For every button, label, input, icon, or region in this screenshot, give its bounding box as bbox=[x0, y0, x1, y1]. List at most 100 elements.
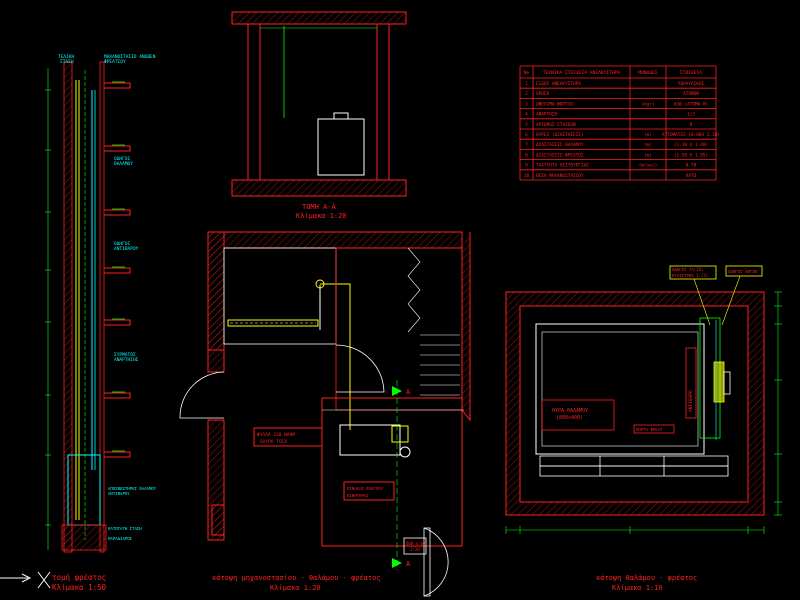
table-cell-2-0: 3 bbox=[525, 101, 528, 107]
plan-mid-title: κάτοψη μηχανοστασίου - θαλάμου - φρέατος bbox=[212, 574, 381, 582]
floor-slabs bbox=[104, 82, 131, 458]
table-cell-3-3: 1/2 bbox=[687, 112, 695, 118]
plan-stair-steps bbox=[420, 334, 460, 396]
shaft-mid-label-2: ΘΑΛΑΜΟΥ bbox=[114, 161, 133, 167]
plan-lower-room bbox=[321, 397, 463, 547]
plan-label-box bbox=[253, 427, 323, 447]
table-cell-5-3: ΑΥΤΟΜΑΤΕΣ (0.80X 2.10) bbox=[662, 132, 720, 138]
plan-valve-icon bbox=[399, 446, 411, 458]
leader-line-1 bbox=[693, 278, 711, 326]
plan-small-text-2: 1:20 bbox=[410, 547, 420, 552]
shaft-left-wall bbox=[63, 61, 73, 553]
shaft-section: ΤΕΛΙΚΗ ΣΤΑΣΗ ΜΗΧΑΝΟΣΤΑΣΙΟ ΑΝΩΘΕΝ ΦΡΕΑΤΙΟ… bbox=[0, 54, 157, 592]
plan-top-wall bbox=[207, 231, 463, 351]
guide-shoe bbox=[723, 371, 731, 395]
table-cell-6-2: (m) bbox=[644, 142, 652, 148]
car-plan-label-2: (800x400) bbox=[556, 415, 583, 421]
table-cell-5-0: 6 bbox=[525, 132, 528, 138]
car-plan-inner bbox=[541, 331, 699, 447]
shaft-bottom-note-4: ΠΑΡΑΔΙΑΡΟΣ bbox=[108, 536, 133, 541]
table-cell-6-3: (1.10 X 1.40) bbox=[674, 142, 708, 148]
table-header-1: ΤΕΧΝΙΚΑ ΣΤΟΙΧΕΙΑ ΑΝΕΛΚΥΣΤΗΡΑ bbox=[543, 70, 621, 76]
plan-pump-motor bbox=[391, 425, 409, 443]
table-cell-0-3: ΥΔΡΑΥΛΙΚΟΣ bbox=[678, 81, 705, 87]
plan-box-text-1: ΦΥΛΛΑ 220 ΒΑΘΜ bbox=[257, 432, 295, 438]
table-header-0: Νο bbox=[524, 70, 530, 76]
plan-control-panel bbox=[343, 481, 395, 501]
table-cell-1-0: 2 bbox=[525, 91, 528, 97]
section-marker-top: A bbox=[406, 388, 411, 396]
car-shaft-plan: ΘΥΡΑ ΘΑΛΑΜΟΥ (800x400) ΑΝΤΙΒΑΡΟ ΠΟΡΤΑ ΦΡ… bbox=[505, 265, 782, 592]
machine-room-plan: ΦΥΛΛΑ 220 ΒΑΘΜ ΟΧΥΡΟ ΤΟΙΧ ΠΙΝΑΚΑΣ ΕΛΕΓΧΟ… bbox=[179, 231, 471, 597]
shaft-scale: Κλίμακα 1:50 bbox=[52, 583, 107, 592]
shaft-top-label-2: ΣΤΑΣΗ bbox=[60, 59, 74, 65]
table-cell-9-3: ΚΑΤΩ bbox=[686, 173, 697, 179]
plan-right-title: κάτοψη θαλάμου - φρέατος bbox=[596, 574, 697, 582]
table-header-3: ΣΤΟΙΧΕΙΑ bbox=[680, 70, 702, 76]
counterweight-box bbox=[685, 347, 697, 419]
north-arrow-icon bbox=[0, 573, 32, 583]
plan-shaft-outline bbox=[335, 247, 463, 411]
section-marker-bottom: A bbox=[406, 560, 411, 568]
section-aa: ΤΟΜΗ Α-Α Κλίμακα 1:20 bbox=[231, 11, 407, 220]
section-title: ΤΟΜΗ Α-Α bbox=[302, 203, 337, 211]
shaft-top-note-2: ΦΡΕΑΤΙΟΥ bbox=[104, 59, 126, 65]
table-cell-3-1: ΑΝΑΡΤΗΣΗ bbox=[536, 112, 558, 118]
shaft-low-label-2: ΑΝΑΡΤΗΣΗΣ bbox=[114, 357, 139, 363]
table-cell-2-3: 630 (ΑΤΟΜΑ 8) bbox=[674, 101, 708, 107]
plan-door-swing-mid bbox=[335, 344, 385, 393]
plan-machine-room bbox=[223, 247, 337, 345]
shaft-bottom-note-3: ΚΑΤΩΤΑΤΗ ΣΤΑΣΗ bbox=[108, 526, 142, 531]
plan-small-text-1: 600 x 60 bbox=[406, 541, 426, 546]
plan-left-wall-upper bbox=[207, 231, 225, 373]
level-markers bbox=[112, 81, 125, 452]
table-cell-5-2: (m) bbox=[644, 132, 652, 138]
counterweight-label: ΑΝΤΙΒΑΡΟ bbox=[688, 390, 694, 412]
plan-door-sill bbox=[227, 319, 319, 327]
table-cell-5-1: ΘΥΡΕΣ (ΔΙΑΣΤΑΣΕΙΣ) bbox=[536, 132, 584, 138]
dim-ticks-left bbox=[45, 89, 51, 526]
table-cell-8-0: 9 bbox=[525, 163, 528, 169]
leader-line-2 bbox=[721, 275, 741, 326]
table-cell-9-1: ΘΕΣΗ ΜΗΧΑΝΟΣΤΑΣΙΟΥ bbox=[536, 173, 584, 179]
shaft-bottom-note-2: ΑΝΤΙΒΑΡΟΥ bbox=[108, 491, 130, 496]
shaft-mid-label-3: ΟΔΗΓΟΙ bbox=[114, 241, 131, 247]
section-machine-box bbox=[317, 118, 365, 176]
plan-right-wall bbox=[461, 232, 471, 422]
table-cell-1-1: ΧΡΗΣΗ bbox=[536, 91, 550, 97]
table-cell-4-0: 5 bbox=[525, 122, 528, 128]
car-plan-label-1: ΘΥΡΑ ΘΑΛΑΜΟΥ bbox=[552, 408, 588, 414]
table-cell-4-3: 8 bbox=[690, 122, 693, 128]
table-cell-6-0: 7 bbox=[525, 142, 528, 148]
shaft-top-note-1: ΜΗΧΑΝΟΣΤΑΣΙΟ ΑΝΩΘΕΝ bbox=[104, 54, 156, 60]
plan-door-swing-bottom bbox=[423, 527, 449, 597]
plan-small-box bbox=[403, 537, 427, 555]
section-floor-slab bbox=[231, 179, 407, 197]
yellow-label-box-2 bbox=[725, 265, 763, 277]
shaft-plan-walls bbox=[505, 291, 765, 516]
plan-mid-scale: Κλίμακα 1:20 bbox=[270, 584, 321, 592]
plan-red-text-1: ΠΙΝΑΚΑΣ ΕΛΕΓΧΟΥ bbox=[347, 486, 384, 491]
table-cell-7-0: 8 bbox=[525, 152, 528, 158]
section-left-column bbox=[247, 23, 261, 181]
shaft-title: τομή φρέατος bbox=[52, 573, 106, 582]
table-cell-2-1: ΩΦΕΛΙΜΟ ΦΟΡΤΙΟ bbox=[536, 101, 573, 107]
shaft-top-label-1: ΤΕΛΙΚΗ bbox=[58, 54, 75, 60]
shaft-mid-label-4: ΑΝΤΙΒΑΡΟΥ bbox=[114, 246, 139, 252]
plan-hydraulic-line bbox=[320, 283, 351, 430]
plan-red-text-2: ΚΙΝΗΤΗΡΑΣ bbox=[347, 493, 369, 498]
table-cell-7-3: (1.50 X 1.95) bbox=[674, 152, 708, 158]
table-cell-0-1: ΕΙΔΟΣ ΑΝΕΛΚΥΣΤΗΡΑ bbox=[536, 81, 581, 87]
table-cell-1-3: ΑΤΟΜΩΝ bbox=[683, 91, 699, 97]
table-cell-8-2: (m/sec) bbox=[639, 163, 658, 169]
shaft-mid-label-1: ΟΔΗΓΟΙ bbox=[114, 156, 131, 162]
plan-pump-unit bbox=[339, 424, 401, 456]
shaft-right-wall bbox=[99, 61, 105, 553]
yellow-label-3: ΟΔΗΓΟΙ ΑΝΤΙΒ bbox=[728, 269, 757, 274]
shaft-low-label-1: ΣΥΡΜΑΤΟΣ bbox=[114, 352, 136, 358]
section-scale: Κλίμακα 1:20 bbox=[296, 212, 347, 220]
table-cell-0-0: 1 bbox=[525, 81, 528, 87]
plan-stair-break bbox=[407, 247, 421, 333]
